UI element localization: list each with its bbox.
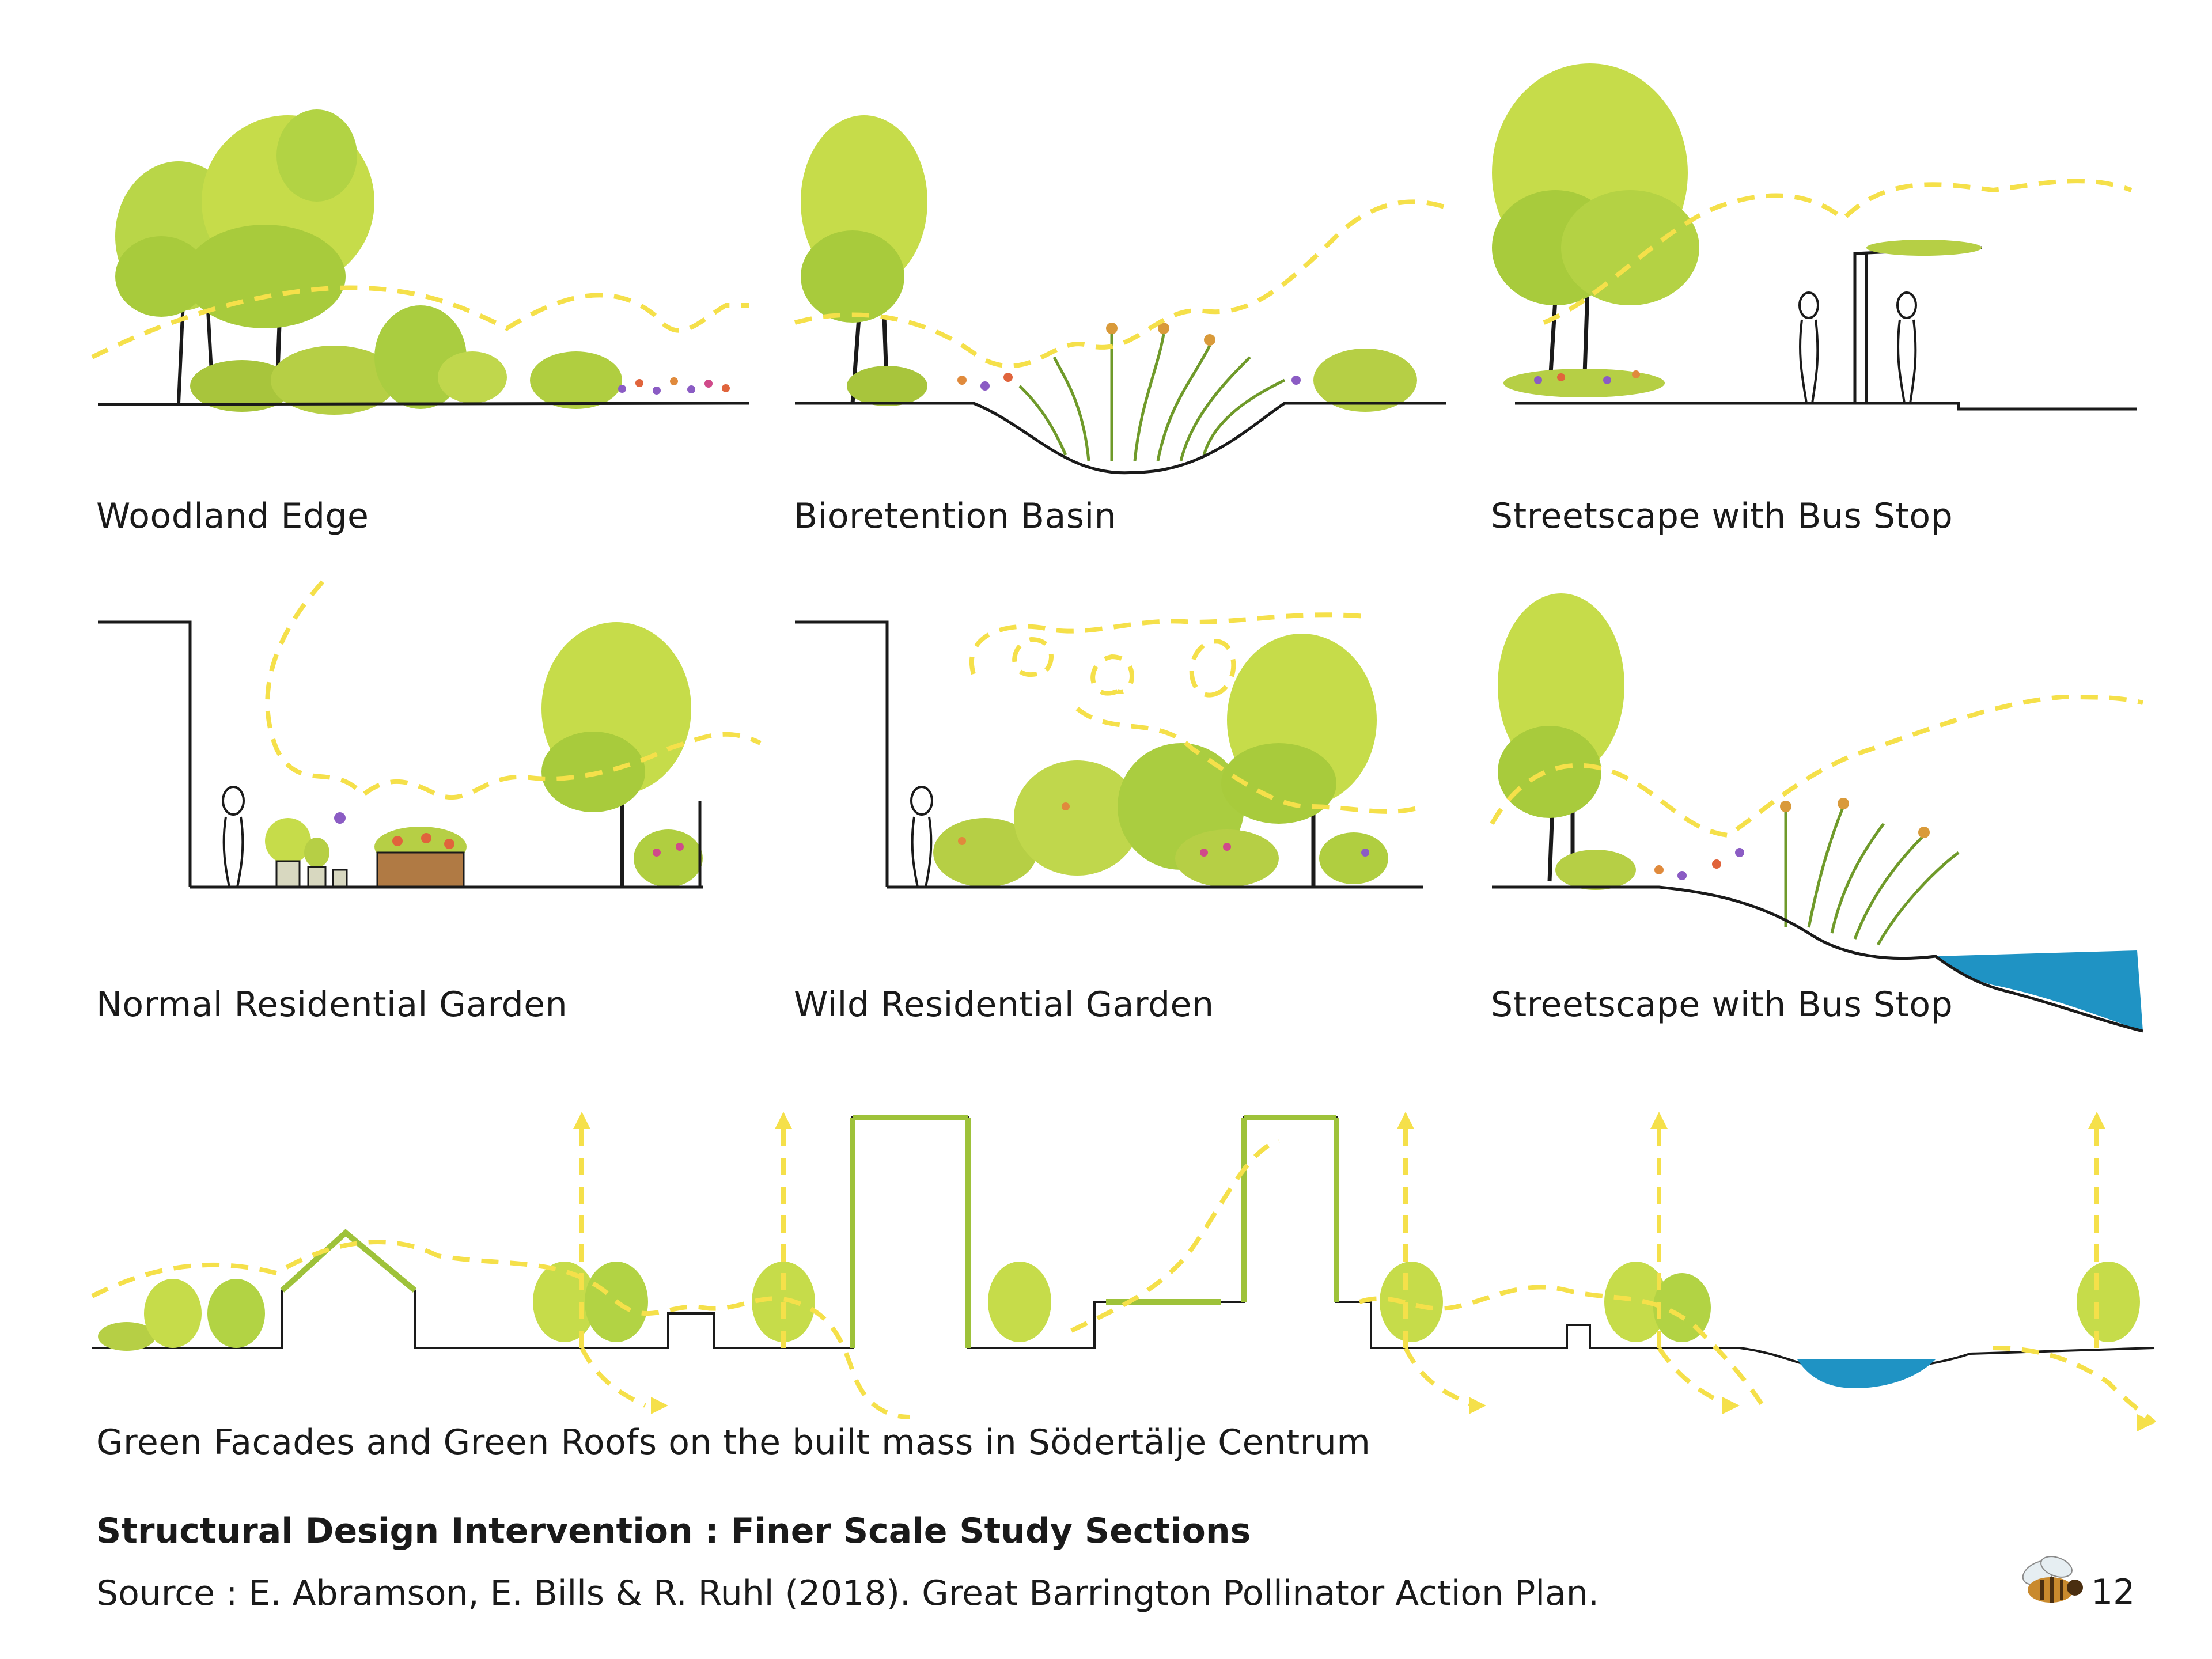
raised-planter-box [374,827,467,888]
shrub-group [847,349,1417,412]
ground-line [795,402,1446,475]
pollinator-flight-path [969,612,1424,814]
person-figure [910,786,933,888]
bioretention-basin-section-drawing [794,115,1447,475]
bus-stop-shelter [1853,240,1982,403]
long-section-drawing [91,1112,2156,1431]
flower-meadow [1654,798,1930,880]
water-body [1936,950,2143,1031]
arrow-right-icon [651,1397,2154,1431]
caption-long-section: Green Facades and Green Roofs on the bui… [96,1422,1371,1463]
tree-group [1492,63,1699,392]
pollinator-flight-path [91,1129,2156,1425]
tree-group [801,115,927,404]
caption-normal-residential-garden: Normal Residential Garden [96,984,568,1025]
water-body [1797,1359,1936,1388]
tree-group [1221,634,1388,887]
tree-row [98,1262,2140,1351]
potted-plants [265,812,348,888]
shrub-group [933,743,1279,887]
person-figure [222,786,245,888]
caption-streetscape-waterfront: Streetscape with Bus Stop [1491,984,1953,1025]
flower-meadow [618,377,730,395]
flower-meadow [957,323,1301,391]
normal-residential-garden-section-drawing [98,580,762,889]
ground-line [1515,402,2137,411]
pollinator-flight-path [1543,179,2133,325]
tree-group [541,622,703,887]
footer-title: Structural Design Intervention : Finer S… [96,1511,1251,1551]
woodland-edge-section-drawing [91,109,749,415]
pollinator-flight-path [265,580,762,800]
building-wall [795,620,889,887]
flower-meadow [958,802,1369,857]
ground-line [97,402,749,406]
footer-source: Source : E. Abramson, E. Bills & R. Ruhl… [96,1573,1599,1613]
pollinator-flight-path [1490,694,2143,838]
flower-meadow [1503,369,1665,397]
caption-streetscape-bus-stop: Streetscape with Bus Stop [1491,496,1953,536]
page-number: 12 [2091,1572,2135,1612]
caption-bioretention-basin: Bioretention Basin [794,496,1117,536]
grass-reeds [1018,334,1286,461]
tree-group [1498,593,1624,882]
green-facade [280,1115,1339,1348]
tree-group [115,109,374,404]
pollinator-flight-path [91,285,749,359]
streetscape-waterfront-section-drawing [1490,593,2143,1033]
streetscape-bus-stop-section-drawing [1492,63,2137,411]
pollinator-flight-path [794,199,1447,369]
grass-reeds [1784,806,1960,946]
panel-woodland-edge [91,58,760,449]
shrub-group [190,305,622,415]
building-wall [98,620,192,887]
arrow-up-icon [573,1112,2105,1129]
panel-wild-residential-garden [789,576,1457,904]
caption-wild-residential-garden: Wild Residential Garden [794,984,1214,1025]
wild-residential-garden-section-drawing [795,612,1424,889]
person-figure [1798,291,1917,404]
bee-icon [2022,1556,2083,1603]
panel-long-section [91,1083,2156,1431]
panel-normal-residential-garden [92,576,762,904]
panel-bioretention-basin [789,58,1457,475]
caption-woodland-edge: Woodland Edge [96,496,369,536]
shrub-group [1555,850,1636,890]
ground-line [1492,885,2143,1033]
panel-streetscape-bus-stop [1486,58,2154,426]
panel-streetscape-waterfront [1486,582,2154,1033]
